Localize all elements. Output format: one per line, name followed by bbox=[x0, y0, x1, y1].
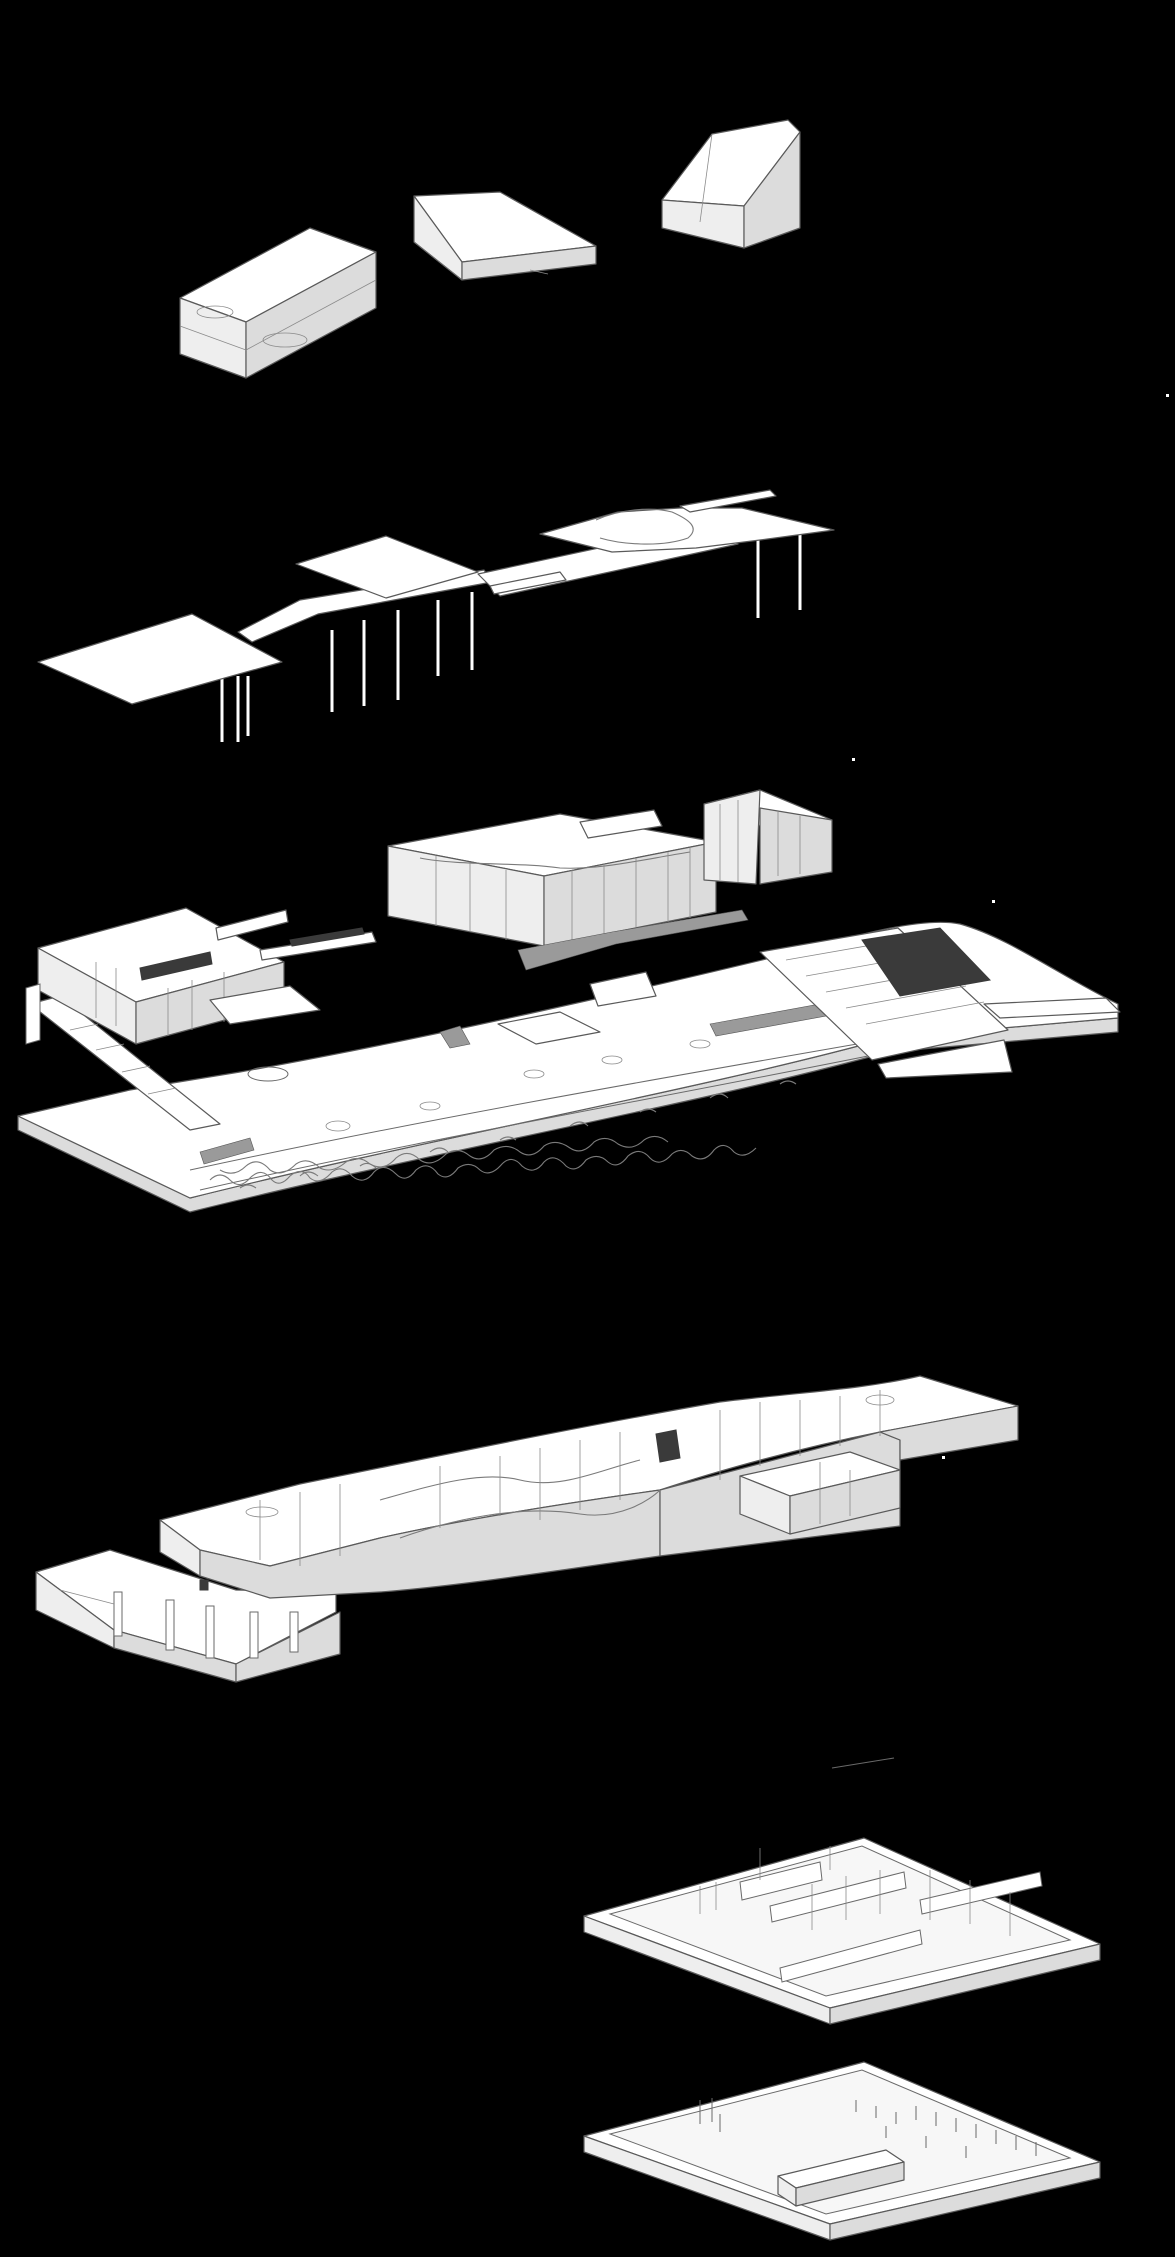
stray-mark bbox=[942, 1456, 945, 1459]
plaza-stair-left bbox=[29, 995, 255, 1165]
floating-beam bbox=[831, 1757, 895, 1769]
stray-mark bbox=[992, 900, 995, 903]
roof-box-middle bbox=[413, 191, 597, 281]
canopy-slab-center bbox=[295, 535, 479, 599]
plaza-building-left bbox=[25, 907, 377, 1045]
gallery-wing-left bbox=[35, 1549, 341, 1683]
lower-level-1-layer bbox=[583, 1837, 1101, 2025]
canopy-slab-right bbox=[539, 507, 835, 553]
stray-mark bbox=[852, 758, 855, 761]
garden-strip bbox=[189, 1039, 889, 1191]
roof-volumes-layer bbox=[179, 119, 801, 379]
plaza-building-center bbox=[387, 789, 833, 971]
roof-volume-right bbox=[661, 119, 801, 249]
plaza-stair-right bbox=[759, 927, 1121, 1079]
plaza-circle bbox=[247, 1066, 289, 1082]
stray-mark bbox=[1166, 394, 1169, 397]
lower-level-2-layer bbox=[583, 2061, 1101, 2241]
column-posts bbox=[220, 534, 802, 742]
plaza-level-layer bbox=[17, 789, 1121, 1213]
gallery-level-layer bbox=[35, 1375, 1019, 1769]
column-grid bbox=[699, 2098, 1037, 2158]
gallery-wing-right bbox=[739, 1451, 901, 1535]
canopy-slab-left bbox=[37, 613, 283, 705]
roof-box-left bbox=[179, 227, 377, 379]
canopy-slabs-layer bbox=[37, 489, 835, 742]
